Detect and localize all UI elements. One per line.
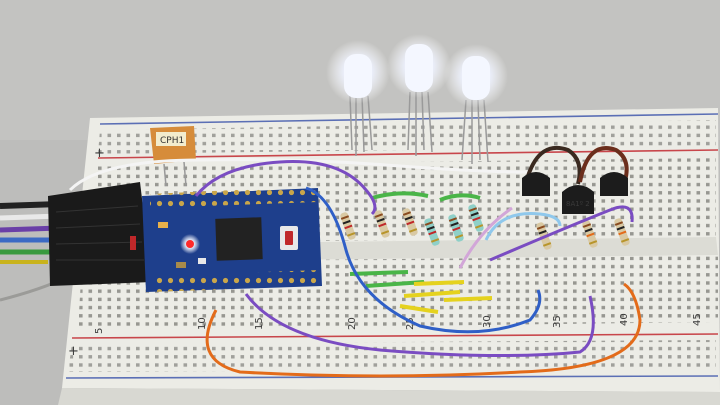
column-number-30: 30: [482, 315, 493, 328]
microcontroller-board: [142, 186, 322, 292]
purple-wire-right: [489, 205, 634, 262]
light-blue-wire: [484, 212, 562, 241]
rgb-led-right: [444, 44, 508, 164]
purple-wire-top: [194, 160, 377, 216]
brown-wire-loop-right: [578, 146, 629, 185]
transistor-2: 8A1º 2: [562, 185, 594, 214]
capacitor-marking: CPH1: [160, 136, 184, 146]
rgb-led-left: [326, 40, 390, 156]
bottom-red-rail-line: [71, 333, 719, 339]
power-led: [186, 240, 194, 248]
transistor-3: [600, 172, 628, 196]
capacitor: CPH1: [150, 126, 196, 187]
column-number-40: 40: [619, 313, 630, 326]
top-rail-plus-sign: +: [94, 146, 105, 161]
column-numbers: 5 10 15 20 25 30 35 40 45: [94, 313, 703, 334]
black-header-connector: [48, 182, 152, 286]
orange-wire: [205, 282, 642, 378]
column-number-5: 5: [94, 328, 105, 334]
column-number-25: 25: [405, 317, 416, 330]
column-number-35: 35: [552, 315, 563, 328]
column-number-10: 10: [197, 317, 208, 330]
brown-wire-loop-left: [526, 145, 582, 185]
blue-wire: [305, 186, 542, 334]
column-number-15: 15: [254, 317, 265, 330]
yellow-jumpers: [399, 280, 493, 314]
transistor-marking: 8A1º 2: [566, 200, 590, 208]
microcontroller-chip: [215, 217, 263, 261]
rgb-led-middle: [387, 34, 451, 156]
purple-wire-bottom: [244, 293, 595, 358]
pink-wire: [458, 206, 513, 269]
transistor-1: [522, 172, 550, 196]
column-number-45: 45: [692, 313, 703, 326]
column-number-20: 20: [347, 317, 358, 330]
bottom-rail-plus-sign: +: [68, 344, 79, 359]
